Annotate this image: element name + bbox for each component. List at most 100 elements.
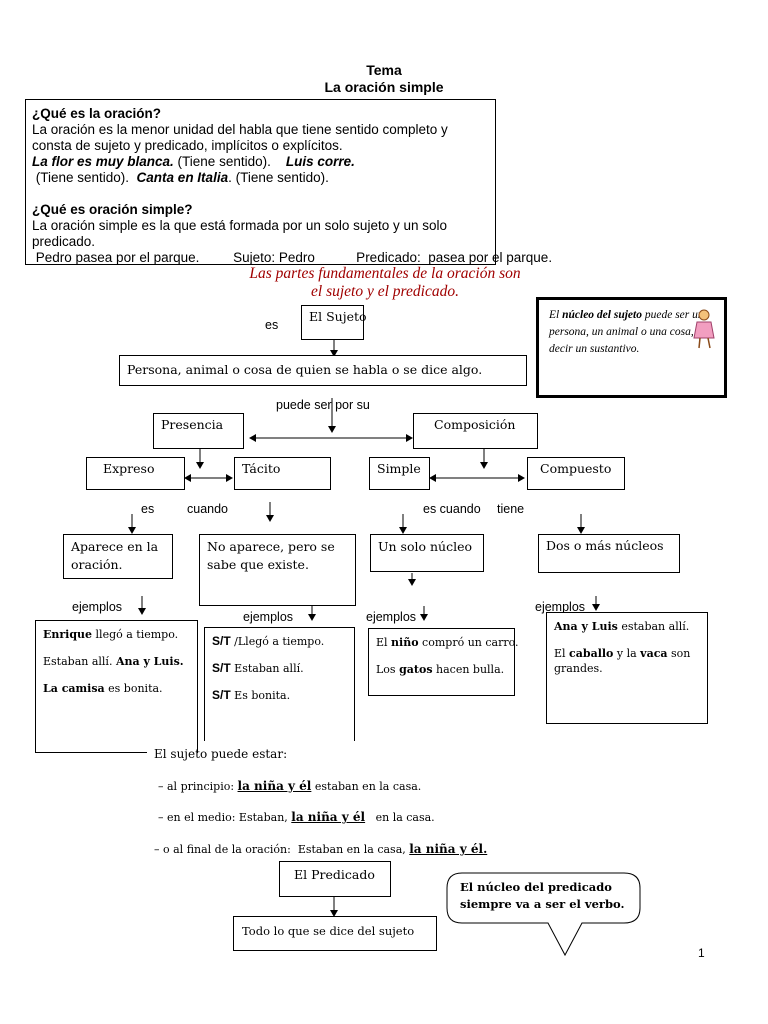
line-underlined: la niña y él [291,810,366,824]
example-row: La camisa es bonita. [43,681,190,696]
question-oracion: ¿Qué es la oración? [32,106,162,121]
document-subtitle: La oración simple [324,79,444,95]
ex-bold: caballo [569,647,614,660]
line-pre: – en el medio: Estaban, [158,811,292,824]
label-ejemplos-simple: ejemplos [366,610,417,624]
intro-box: ¿Qué es la oración? La oración es la men… [25,99,552,265]
definition-oracion: La oración es la menor unidad del habla … [32,122,448,153]
ex-bold: Ana y Luis. [115,655,184,668]
examples-expreso: Enrique llegó a tiempo. Estaban allí. An… [35,620,198,753]
node-aparece: Aparece en la oración. [63,534,173,579]
node-definicion-predicado: Todo lo que se dice del sujeto [233,916,437,951]
example-row: El niño compró un carro. [376,635,519,650]
label-es: es [265,318,279,332]
example-row: Ana y Luis estaban allí. [554,619,700,634]
node-expreso: Expreso [86,457,185,490]
ex-pre: El [376,636,392,649]
nucleo-rest: puede ser una persona, un animal o una c… [549,309,710,355]
node-el-sujeto: El Sujeto [301,305,367,340]
divider [35,752,147,753]
ex-rest: hacen bulla. [432,663,505,676]
ex-rest: Estaban allí. [230,662,304,675]
ex-rest: compró un carro. [418,636,519,649]
node-un-solo-nucleo: Un solo núcleo [370,534,484,572]
example-3: Canta en Italia [136,170,229,185]
node-composicion: Composición [413,413,538,449]
label-es-expreso: es [141,502,155,516]
example-row: El caballo y la vaca son grandes. [554,646,700,676]
line-underlined: la niña y él. [409,842,488,856]
ex-bold: niño [391,636,419,649]
node-definicion-sujeto: Persona, animal o cosa de quien se habla… [119,355,527,386]
ex-bold-2: vaca [640,647,668,660]
definition-oracion-simple: La oración simple es la que está formada… [32,218,447,249]
question-oracion-simple: ¿Qué es oración simple? [32,202,193,217]
line-pre: – al principio: [158,780,238,793]
example-row: S/T Estaban allí. [212,661,347,676]
sujeto-puede-estar-title: El sujeto puede estar: [154,747,288,761]
line-rest: estaban en la casa. [311,780,422,793]
line-rest: en la casa. [365,811,435,824]
label-ejemplos-tacito: ejemplos [243,610,294,624]
ex-bold: Enrique [43,628,93,641]
position-line-2: – en el medio: Estaban, la niña y él en … [158,810,435,824]
line-pre: – o al final de la oración: Estaban en l… [154,843,410,856]
example-row: Enrique llegó a tiempo. [43,627,190,642]
nucleo-pre: El [549,309,563,321]
red-title-line-2: el sujeto y el predicado. [311,283,459,300]
label-ejemplos-expreso: ejemplos [72,600,123,614]
ex-pre: El [554,647,570,660]
example-row: Estaban allí. Ana y Luis. [43,654,190,669]
document-title: Tema [366,62,402,78]
ex-bold: S/T [212,688,231,702]
node-compuesto: Compuesto [527,457,625,490]
label-es-cuando: es cuando [423,502,481,516]
label-ejemplos-compuesto: ejemplos [535,600,586,614]
ex-rest: estaban allí. [617,620,690,633]
red-title-line-1: Las partes fundamentales de la oración s… [249,265,521,282]
ex-mid: y la [613,647,641,660]
page-number: 1 [698,946,705,960]
example-3-note: . (Tiene sentido). [228,170,329,185]
node-no-aparece: No aparece, pero se sabe que existe. [199,534,356,606]
examples-oracion: La flor es muy blanca. (Tiene sentido). … [32,154,489,186]
ex-rest: son grandes. [554,647,691,675]
nucleo-sujeto-box: El núcleo del sujeto puede ser una perso… [536,297,727,398]
speech-bubble-text: El núcleo del predicado siempre va a ser… [460,880,625,911]
node-presencia: Presencia [153,413,244,449]
ex-bold: Ana y Luis [554,620,618,633]
example-2: Luis corre. [285,154,355,169]
position-line-1: – al principio: la niña y él estaban en … [158,779,421,793]
examples-tacito: S/T /Llegó a tiempo. S/T Estaban allí. S… [204,627,355,741]
node-dos-o-mas: Dos o más núcleos [538,534,680,573]
line-underlined: la niña y él [237,779,312,793]
node-simple: Simple [369,457,430,490]
position-line-3: – o al final de la oración: Estaban en l… [154,842,487,856]
label-cuando: cuando [187,502,229,516]
ex-rest: llegó a tiempo. [92,628,179,641]
label-tiene: tiene [497,502,525,516]
ex-pre: Los [376,663,400,676]
ex-bold: S/T [212,661,231,675]
ex-rest: es bonita. [104,682,163,695]
red-title: Las partes fundamentales de la oración s… [200,265,570,301]
example-2-note: (Tiene sentido). [32,170,137,185]
ex-rest: Es bonita. [230,689,291,702]
ex-bold: S/T [212,634,231,648]
node-tacito: Tácito [234,457,331,490]
label-puede-ser: puede ser por su [276,398,370,412]
ex-rest: /Llegó a tiempo. [230,635,325,648]
nucleo-bold: núcleo del sujeto [562,309,642,321]
example-1: La flor es muy blanca. [32,154,174,169]
speech-bubble-shape [446,872,641,957]
girl-clipart-icon [693,309,715,349]
ex-pre: Estaban allí. [43,655,116,668]
node-el-predicado: El Predicado [279,861,391,897]
examples-compuesto: Ana y Luis estaban allí. El caballo y la… [546,612,708,724]
example-row: S/T /Llegó a tiempo. [212,634,347,649]
example-1-note: (Tiene sentido). [173,154,286,169]
examples-simple: El niño compró un carro. Los gatos hacen… [368,628,519,696]
example-row: S/T Es bonita. [212,688,347,703]
example-row: Los gatos hacen bulla. [376,662,507,677]
